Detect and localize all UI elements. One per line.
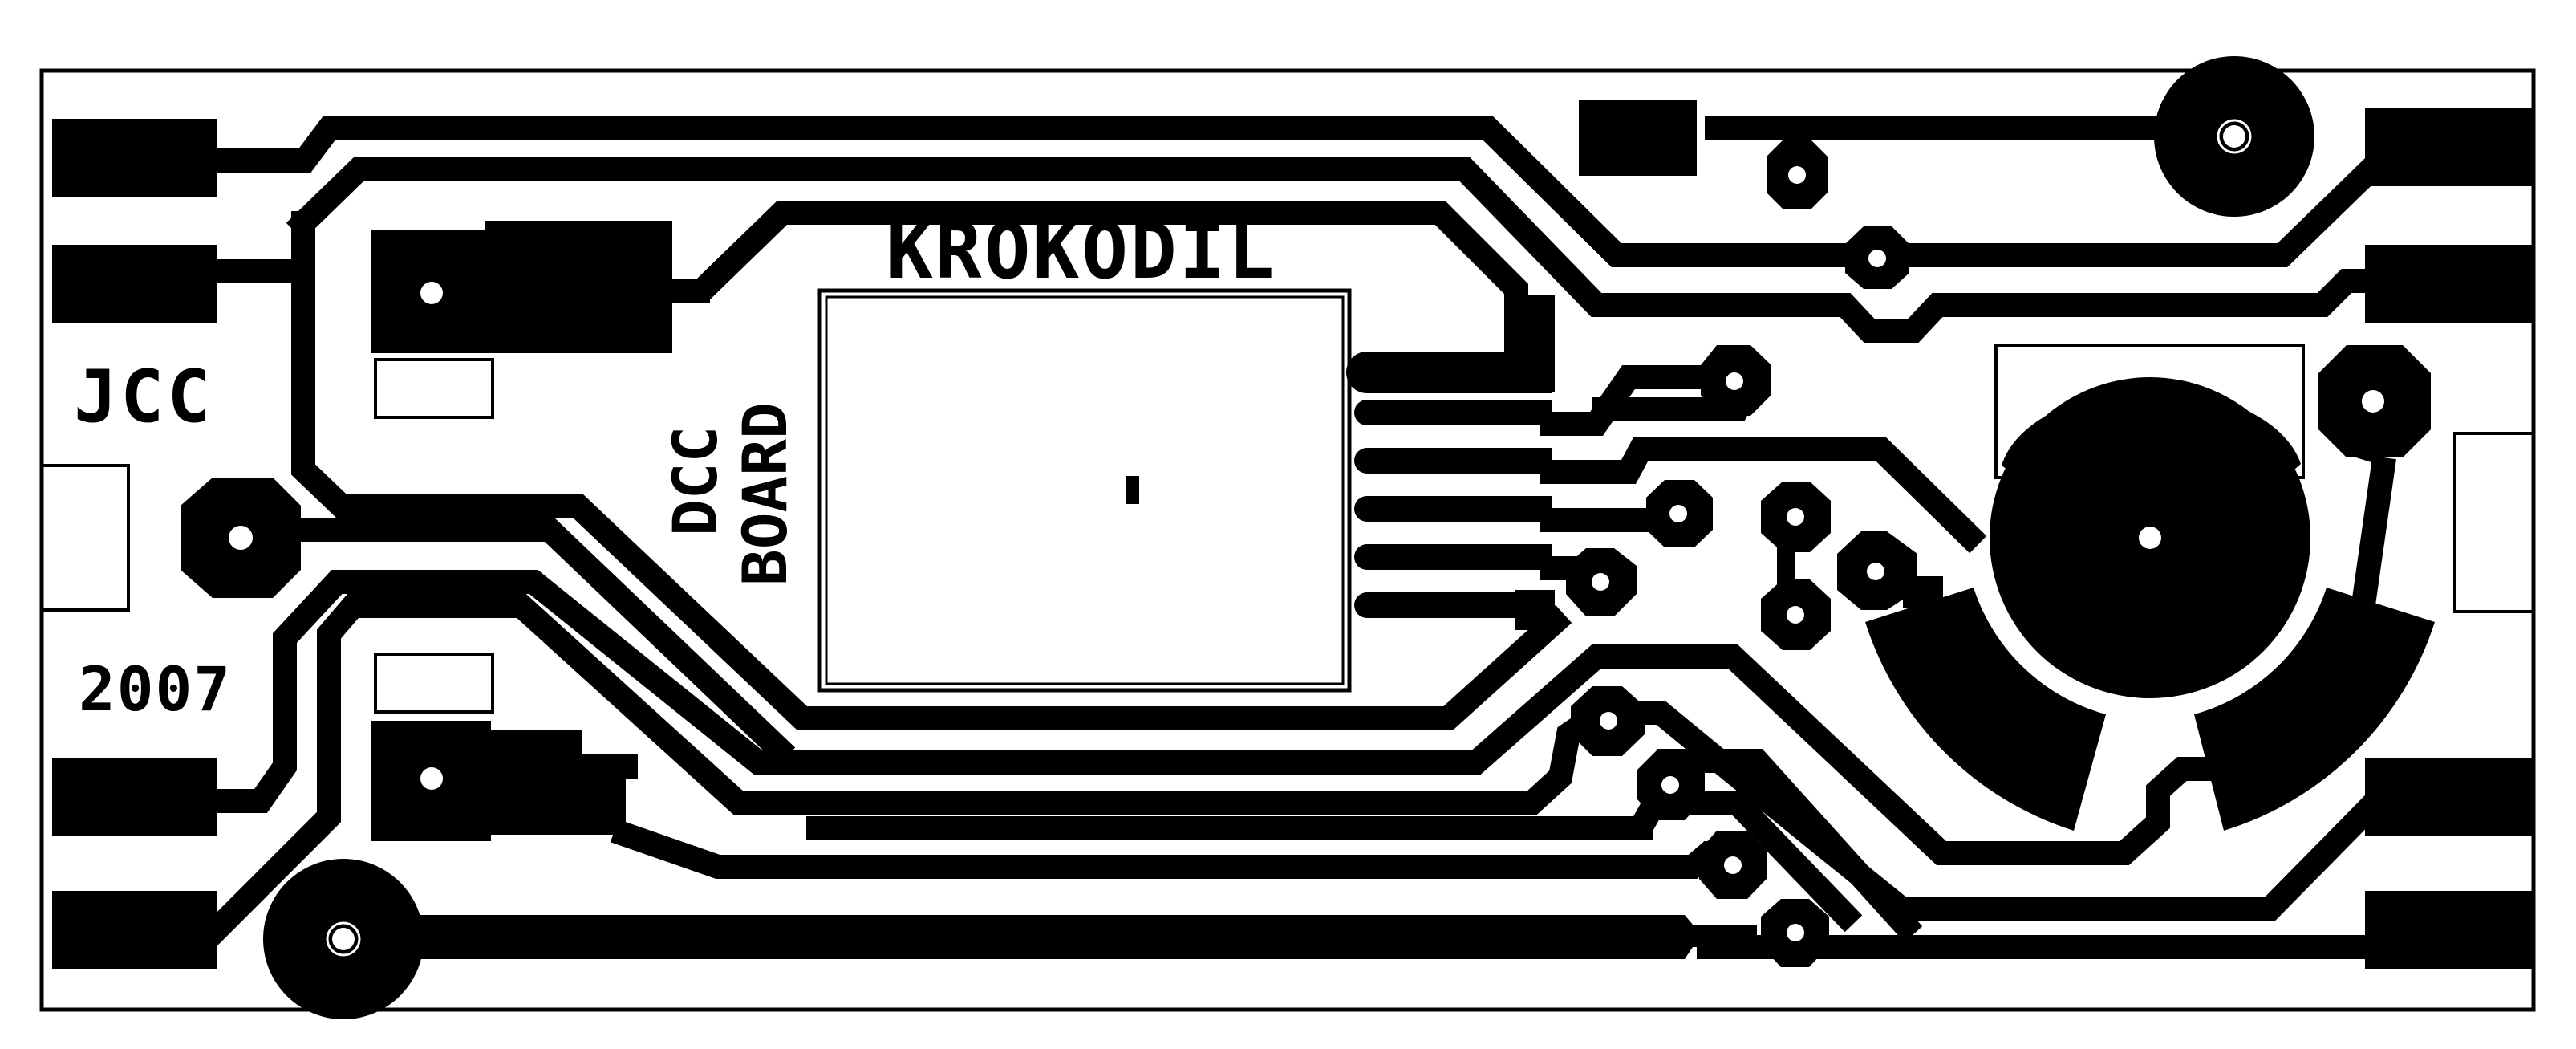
- copper-layer: [39, 56, 2536, 1019]
- ic-center-mark: [1126, 476, 1139, 504]
- edge-pad: [2365, 891, 2532, 969]
- comb-pads: [1346, 295, 1555, 630]
- ic-outline-inner: [825, 295, 1345, 685]
- edge-pad: [52, 758, 217, 836]
- ic-outline-outer: [817, 288, 1352, 693]
- potentiometer-left-wing: [1865, 588, 2106, 831]
- top-pad: [1579, 100, 1697, 176]
- edge-pad: [2365, 245, 2532, 323]
- potentiometer-lead: [1903, 576, 1943, 608]
- silkscreen-outline: [374, 358, 494, 419]
- drill-holes: [229, 125, 2384, 950]
- maker-label: JCC: [74, 355, 214, 439]
- subtitle-line1: DCC: [659, 426, 731, 536]
- edge-pad: [52, 891, 217, 969]
- edge-pad: [2365, 758, 2532, 836]
- silkscreen-outline: [2453, 432, 2535, 613]
- potentiometer-right-wing: [2194, 588, 2435, 831]
- subtitle-line2: BOARD: [729, 402, 801, 586]
- edge-pad: [2365, 108, 2532, 186]
- year-label: 2007: [79, 653, 232, 725]
- edge-pad: [52, 119, 217, 197]
- capacitor-pad: [371, 221, 672, 353]
- power-trace: [345, 915, 1757, 959]
- hole-rings: [326, 119, 2252, 957]
- silkscreen-outline: [40, 464, 130, 612]
- edge-pad: [52, 245, 217, 323]
- capacitor-pad: [371, 721, 626, 841]
- silkscreen-outline: [374, 653, 494, 714]
- board-title: KROKODIL: [886, 206, 1276, 296]
